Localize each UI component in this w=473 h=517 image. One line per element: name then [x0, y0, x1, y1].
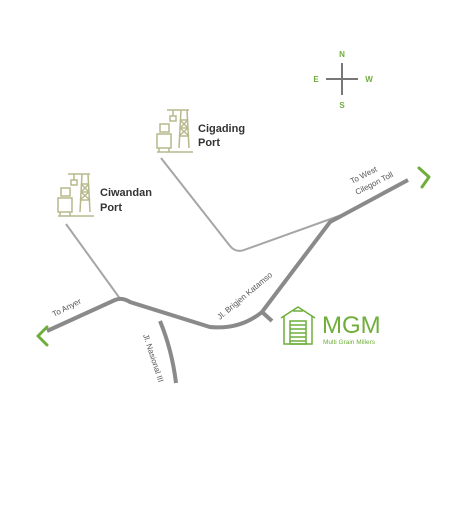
road-main [46, 178, 409, 333]
ciwandan-port: Ciwandan Port [57, 173, 152, 217]
ciwandan-port-type: Port [100, 202, 122, 214]
warehouse-icon [280, 306, 316, 345]
cigading-port-name: Cigading [198, 123, 245, 135]
brand-tagline: Multi Grain Millers [323, 339, 376, 346]
arrow-right-icon [417, 166, 431, 189]
road-mgm-spur [260, 310, 274, 323]
road-cigading-access [160, 157, 351, 252]
road-label-nasional: Jl. Nasional III [141, 333, 165, 384]
cigading-port-type: Port [198, 137, 220, 149]
road-ciwandan-access [65, 223, 122, 301]
arrow-left-icon [36, 325, 49, 347]
road-nasional [158, 320, 178, 384]
compass-west: W [365, 75, 373, 84]
cigading-port: Cigading Port [156, 109, 245, 153]
ciwandan-port-name: Ciwandan [100, 187, 152, 199]
compass-north: N [339, 50, 345, 59]
port-crane-icon [57, 173, 94, 217]
roads [46, 157, 409, 384]
mgm-logo: MGM Multi Grain Millers [280, 306, 381, 346]
compass: N S E W [313, 50, 373, 110]
brand-name: MGM [322, 312, 381, 339]
port-crane-icon [156, 109, 193, 153]
compass-east: E [313, 75, 319, 84]
compass-south: S [339, 101, 345, 110]
